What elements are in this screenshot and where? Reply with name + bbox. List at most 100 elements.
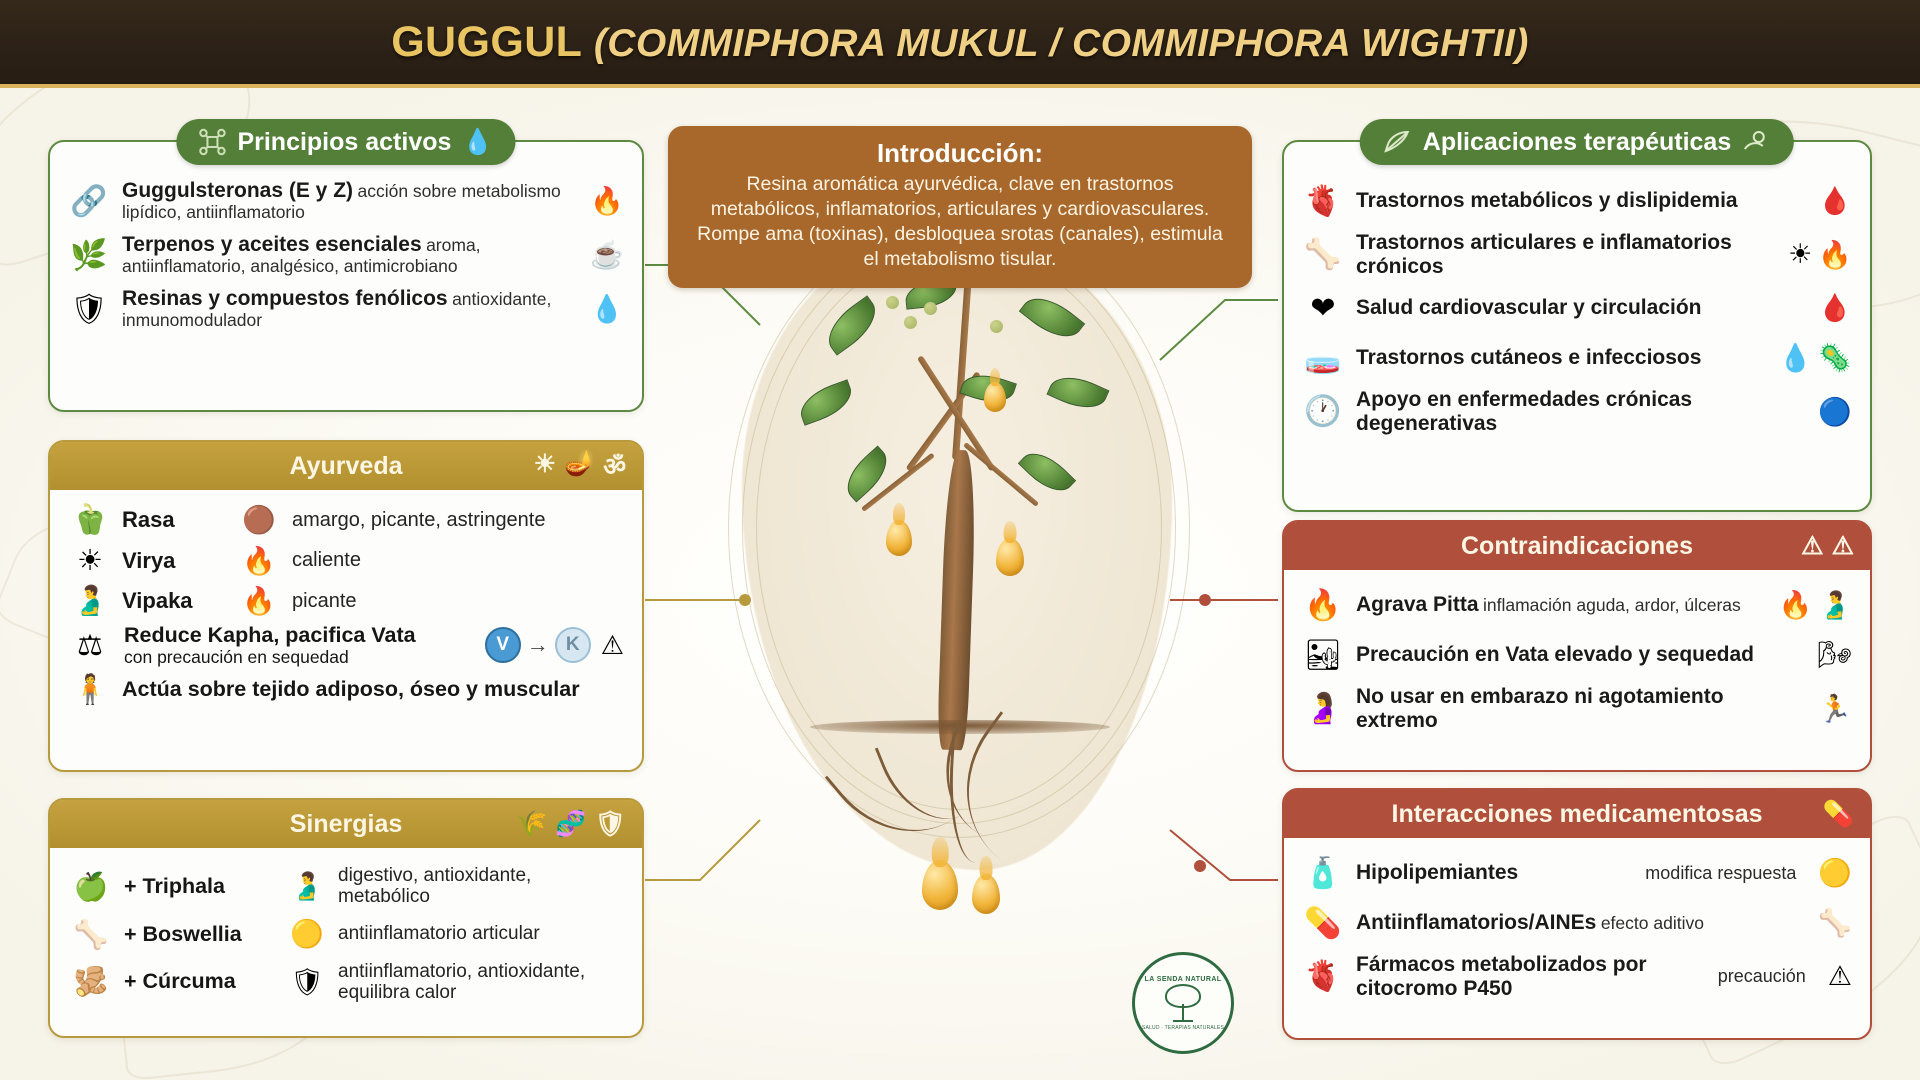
exhaustion-icon: 🏃 [1818, 693, 1852, 724]
title-common-name: GUGGUL [391, 17, 594, 66]
card-interacciones-medicamentosas[interactable]: Interacciones medicamentosas 💊 🧴 Hipolip… [1282, 788, 1872, 1040]
synergy-name: + Triphala [124, 873, 225, 898]
stomach-icon: 🫃 [71, 585, 109, 617]
card-principios-activos[interactable]: Principios activos 💧 🔗 Guggulsteronas (E… [48, 119, 644, 412]
title-scientific-name: (COMMIPHORA MUKUL / COMMIPHORA WIGHTII) [593, 21, 1529, 65]
synergy-desc: antiinflamatorio, antioxidante, equilibr… [338, 960, 586, 1003]
stomach-icon: 🫃 [290, 871, 324, 902]
balance-scale-icon: ⚖ [77, 629, 103, 662]
blood-drop-icon: 🩸 [1818, 186, 1852, 216]
liver-icon: 🫀 [1304, 184, 1342, 218]
list-item[interactable]: ☀ Virya 🔥 caliente [68, 540, 624, 581]
blood-vessel-icon: 🩸 [1818, 293, 1852, 324]
list-item[interactable]: 🛡 Resinas y compuestos fenólicos antioxi… [68, 282, 624, 336]
logo-bottom-text: SALUD · TERAPIAS NATURALES [1142, 1024, 1224, 1031]
list-item[interactable]: 🦴 + Boswellia 🟡 antiinflamatorio articul… [68, 913, 624, 956]
shield-icon: 🛡 [69, 292, 109, 326]
list-item[interactable]: 🏜 Precaución en Vata elevado y sequedad … [1302, 630, 1852, 680]
medicine-bottle-icon: 🧴 [1304, 856, 1342, 890]
list-item[interactable]: 🕐 Apoyo en enfermedades crónicas degener… [1302, 383, 1852, 440]
molecule-chain-icon: 🔗 [70, 184, 108, 218]
synergy-desc: antiinflamatorio articular [338, 923, 540, 945]
page-title: GUGGUL (COMMIPHORA MUKUL / COMMIPHORA WI… [391, 18, 1529, 67]
application-text: Apoyo en enfermedades crónicas degenerat… [1356, 388, 1693, 435]
joint-icon: 🦴 [1304, 238, 1342, 272]
resin-granules-icon: 🟡 [290, 919, 324, 950]
pregnancy-icon: 🤰 [1304, 692, 1342, 726]
item-title: Fármacos metabolizados por citocromo P45… [1356, 953, 1647, 1000]
ayurveda-term: Virya [122, 547, 176, 573]
guggul-plant-illustration [690, 120, 1230, 1070]
application-text: Trastornos metabólicos y dislipidemia [1356, 189, 1738, 213]
item-subtitle: aroma, antiinflamatorio, analgésico, ant… [122, 235, 481, 277]
cell-icon: 🔵 [1818, 396, 1852, 427]
brand-logo: LA SENDA NATURAL SALUD · TERAPIAS NATURA… [1132, 952, 1234, 1054]
intro-card: Introducción: Resina aromática ayurvédic… [668, 126, 1252, 288]
list-item[interactable]: 🔗 Guggulsteronas (E y Z) acción sobre me… [68, 174, 624, 228]
list-item[interactable]: 🫚 + Cúrcuma 🛡 antiinflamatorio, antioxid… [68, 956, 624, 1009]
body-tissue-icon: 🧍 [71, 673, 109, 706]
item-title: Guggulsteronas (E y Z) [122, 179, 354, 202]
warning-icon: ⚠ [1831, 532, 1854, 560]
card-sinergias[interactable]: Sinergias 🌾 🧬 🛡 🍏 + Triphala 🫃 digestivo… [48, 798, 644, 1038]
dosha-kapha-pill: K [554, 627, 591, 664]
card-ayurveda[interactable]: Ayurveda ☀ 🪔 ॐ 🫑 Rasa 🟤 amargo, picante,… [48, 440, 644, 772]
list-item[interactable]: 💊 Antiinflamatorios/AINEs efecto aditivo… [1302, 898, 1852, 948]
intro-text: Resina aromática ayurvédica, clave en tr… [697, 173, 1223, 270]
card-aplicaciones-terapeuticas[interactable]: Aplicaciones terapéuticas 🫀 Trastornos m… [1282, 119, 1872, 512]
application-text: Trastornos cutáneos e infecciosos [1356, 346, 1702, 370]
list-item[interactable]: ❤ Salud cardiovascular y circulación 🩸 [1302, 283, 1852, 333]
list-item[interactable]: 🍏 + Triphala 🫃 digestivo, antioxidante, … [68, 860, 624, 913]
logo-top-text: LA SENDA NATURAL [1144, 975, 1222, 983]
list-item[interactable]: 🦴 Trastornos articulares e inflamatorios… [1302, 226, 1852, 283]
card-ayurveda-header: Ayurveda ☀ 🪔 ॐ [50, 442, 642, 490]
card-principios-title: Principios activos [237, 127, 452, 156]
item-subtitle: inflamación aguda, ardor, úlceras [1483, 595, 1741, 616]
item-title: Hipolipemiantes [1356, 861, 1519, 885]
warning-icon: ⚠ [1827, 961, 1852, 992]
liver-p450-icon: 🫀 [1304, 960, 1342, 994]
list-item[interactable]: 🧴 Hipolipemiantes modifica respuesta 🟡 [1302, 848, 1852, 898]
fire-icon: 🔥 [1304, 588, 1342, 622]
list-item[interactable]: 🫀 Fármacos metabolizados por citocromo P… [1302, 948, 1852, 1005]
warning-icon: ⚠ [600, 629, 624, 660]
interaction-note: precaución [1717, 966, 1806, 987]
oil-drop-icon: 💧 [462, 127, 494, 156]
item-subtitle: acción sobre metabolismo lipídico, antii… [122, 181, 561, 223]
shield-icon: 🛡 [289, 966, 325, 997]
water-drop-icon: 💧 [590, 294, 624, 325]
list-item[interactable]: 🫑 Rasa 🟤 amargo, picante, astringente [68, 500, 624, 540]
sun-icon: ☀ [533, 450, 557, 478]
list-item-tejido[interactable]: 🧍 Actúa sobre tejido adiposo, óseo y mus… [68, 670, 624, 710]
item-title: Terpenos y aceites esenciales [122, 233, 422, 257]
list-item[interactable]: 🌿 Terpenos y aceites esenciales aroma, a… [68, 228, 624, 282]
clock-icon: 🕐 [1304, 395, 1342, 429]
list-item[interactable]: 🧫 Trastornos cutáneos e infecciosos 💧 🦠 [1302, 333, 1852, 383]
card-interacciones-header: Interacciones medicamentosas 💊 [1284, 790, 1870, 838]
pill-capsule-icon: 💊 [1304, 906, 1342, 940]
warning-icon: ⚠ [1801, 532, 1824, 560]
list-item[interactable]: 🔥 Agrava Pitta inflamación aguda, ardor,… [1302, 580, 1852, 630]
inflammation-icon: ☀ [1788, 239, 1813, 270]
item-title: No usar en embarazo ni agotamiento extre… [1356, 685, 1724, 732]
card-sinergias-header: Sinergias 🌾 🧬 🛡 [50, 800, 642, 848]
synergy-name: + Cúrcuma [124, 969, 236, 994]
item-title: Precaución en Vata elevado y sequedad [1356, 643, 1755, 667]
item-subtitle: antioxidante, inmunomodulador [122, 289, 552, 331]
steam-cup-icon: ☕ [590, 240, 624, 271]
herb-sprig-icon: 🌾 [515, 809, 548, 838]
fire-icon: 🔥 [242, 545, 276, 576]
list-item-kapha[interactable]: ⚖ Reduce Kapha, pacifica Vata con precau… [68, 621, 624, 670]
tejido-text: Actúa sobre tejido adiposo, óseo y muscu… [122, 677, 580, 702]
card-contraindicaciones-title: Contraindicaciones [1461, 531, 1693, 560]
interaction-note: modifica respuesta [1645, 862, 1797, 883]
stomach-icon: 🫃 [1818, 590, 1852, 620]
arrow-right-icon: → [526, 632, 549, 658]
list-item[interactable]: 🫀 Trastornos metabólicos y dislipidemia … [1302, 176, 1852, 226]
card-contraindicaciones[interactable]: Contraindicaciones ⚠ ⚠ 🔥 Agrava Pitta in… [1282, 520, 1872, 772]
ayurveda-value: amargo, picante, astringente [292, 508, 546, 531]
spice-dots-icon: 🟤 [242, 505, 276, 535]
card-ayurveda-title: Ayurveda [289, 451, 403, 480]
list-item[interactable]: 🫃 Vipaka 🔥 picante [68, 581, 624, 621]
list-item[interactable]: 🤰 No usar en embarazo ni agotamiento ext… [1302, 680, 1852, 737]
